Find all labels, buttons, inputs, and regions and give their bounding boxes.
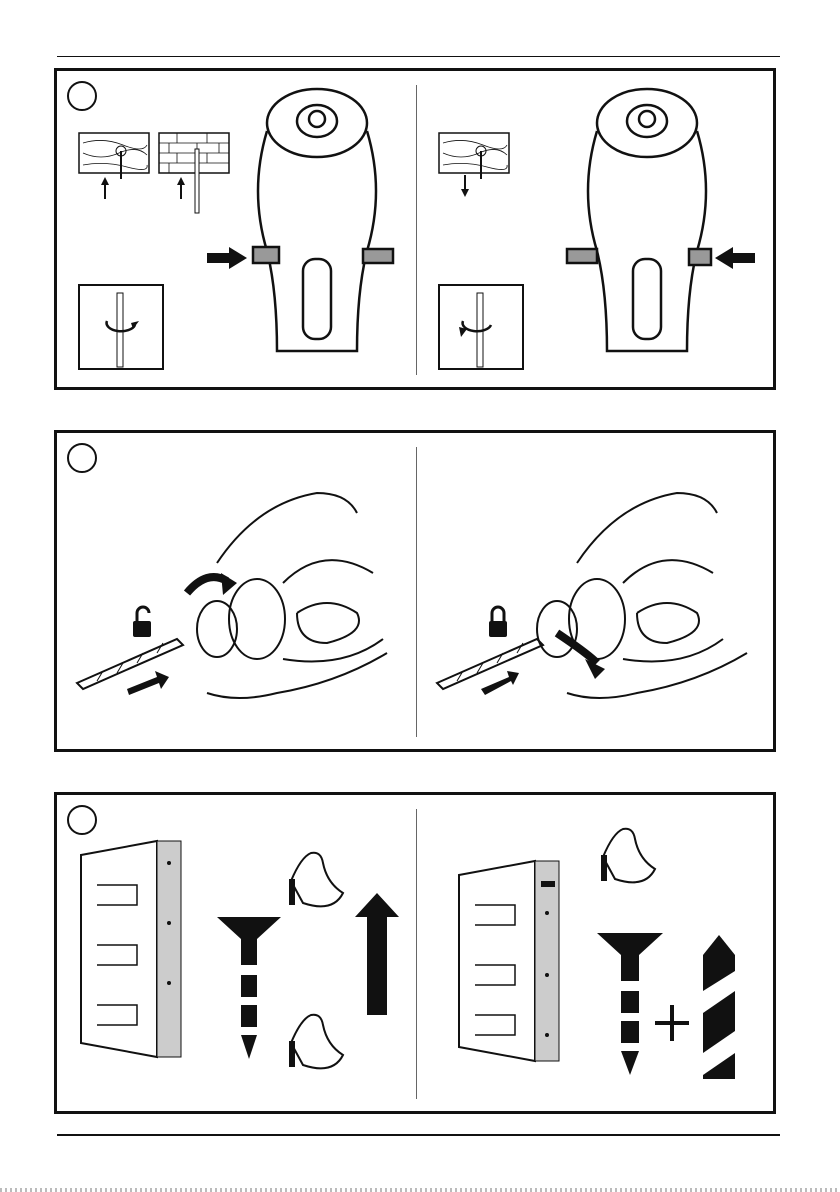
- drill-bit-icon: [703, 935, 735, 1079]
- torque-collar-icon: [459, 861, 559, 1061]
- panel-reverse-switch: [54, 68, 776, 390]
- wood-screw-icon: [439, 133, 509, 197]
- arm-icon: [289, 1015, 343, 1069]
- wood-screw-icon: [79, 133, 149, 199]
- drill-body-icon: [567, 89, 711, 351]
- screw-icon: [217, 917, 281, 1059]
- top-rule: [57, 56, 780, 57]
- arrow-icon: [355, 893, 399, 1015]
- rotation-icon: [439, 285, 523, 369]
- plus-icon: [655, 1005, 689, 1041]
- hand-chuck-icon: [197, 493, 387, 698]
- arrow-icon: [207, 247, 247, 269]
- scan-edge-dots: [0, 1188, 840, 1192]
- screw-icon: [597, 933, 663, 1075]
- arm-icon: [601, 829, 655, 883]
- torque-collar-icon: [81, 841, 181, 1057]
- drill-body-icon: [253, 89, 393, 351]
- rotation-icon: [79, 285, 163, 369]
- drill-bit-icon: [437, 639, 543, 689]
- panel-keyless-chuck: [54, 430, 776, 752]
- arrow-icon: [715, 247, 755, 269]
- arrow-icon: [127, 671, 169, 695]
- arm-icon: [289, 853, 343, 907]
- arrow-icon: [187, 573, 237, 595]
- arrow-icon: [481, 671, 519, 695]
- unlock-icon: [133, 607, 151, 637]
- lock-icon: [489, 607, 507, 637]
- bottom-rule: [57, 1134, 780, 1136]
- drill-bit-icon: [77, 639, 183, 689]
- hand-chuck-icon: [537, 493, 747, 698]
- panel-torque-clutch: [54, 792, 776, 1114]
- brick-bit-icon: [159, 133, 229, 213]
